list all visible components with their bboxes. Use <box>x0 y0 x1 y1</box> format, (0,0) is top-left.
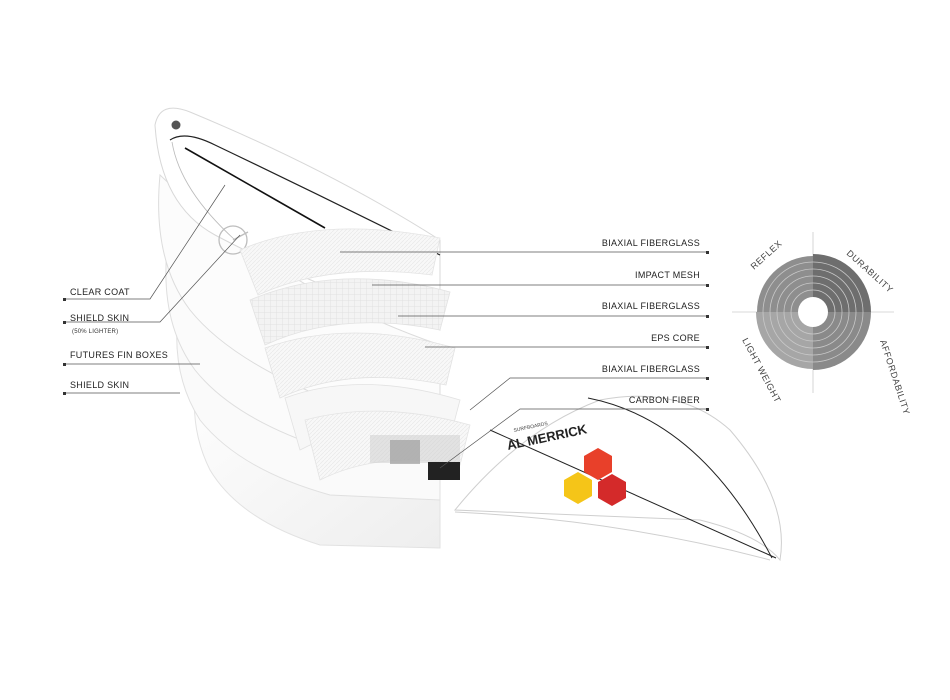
label-futures-fin-boxes: FUTURES FIN BOXES <box>70 350 169 360</box>
quadrant-reflex <box>757 256 813 312</box>
label-marker <box>706 377 709 380</box>
gauge-label-reflex: REFLEX <box>749 238 784 271</box>
label-shield-skin-note: (50% LIGHTER) <box>72 329 119 335</box>
label-biaxial-fiberglass-3: BIAXIAL FIBERGLASS <box>601 364 700 374</box>
label-shield-skin-bottom: SHIELD SKIN <box>70 380 130 390</box>
quadrant-affordability <box>813 312 871 370</box>
left-leader-lines <box>66 184 241 394</box>
label-marker <box>706 315 709 318</box>
fiberglass-sheets <box>239 228 471 481</box>
gauge-label-affordability: AFFORDABILITY <box>878 339 912 417</box>
rating-gauge: REFLEX DURABILITY AFFORDABILITY LIGHT WE… <box>732 232 912 416</box>
label-marker <box>706 408 709 411</box>
label-impact-mesh: IMPACT MESH <box>635 270 700 280</box>
right-leader-lines <box>340 251 708 469</box>
label-marker <box>706 251 709 254</box>
hex-red-orange <box>584 448 612 480</box>
label-shield-skin-top: SHIELD SKIN <box>70 313 130 323</box>
hex-red <box>598 474 626 506</box>
label-marker <box>706 284 709 287</box>
quadrant-durability <box>813 254 871 312</box>
deck-top-shell <box>154 107 441 331</box>
label-marker <box>63 298 66 301</box>
label-eps-core: EPS CORE <box>651 333 700 343</box>
label-marker <box>63 392 66 395</box>
label-biaxial-fiberglass-1: BIAXIAL FIBERGLASS <box>601 238 700 248</box>
label-biaxial-fiberglass-2: BIAXIAL FIBERGLASS <box>601 301 700 311</box>
hex-yellow <box>564 472 592 504</box>
label-clear-coat: CLEAR COAT <box>70 287 130 297</box>
label-marker <box>63 363 66 366</box>
label-marker <box>706 346 709 349</box>
label-marker <box>63 321 66 324</box>
quadrant-light-weight <box>756 312 813 369</box>
bottom-board: AL MERRICK SURFBOARDS <box>453 395 782 562</box>
label-carbon-fiber: CARBON FIBER <box>628 395 700 405</box>
